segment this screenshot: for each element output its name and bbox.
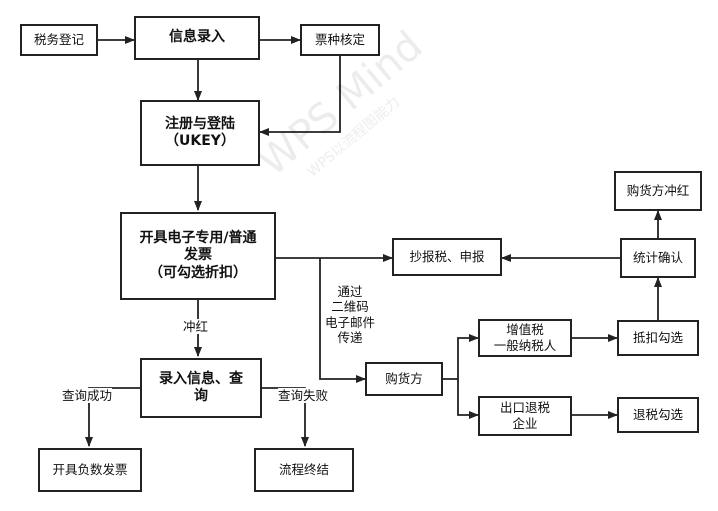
node-register-login: 注册与登陆 （UKEY） xyxy=(140,100,260,166)
edge-buyer-to-vat xyxy=(443,334,479,380)
node-deduct-select: 抵扣勾选 xyxy=(617,320,699,356)
label-red-reversal: 冲红 xyxy=(183,319,209,335)
node-process-end: 流程终结 xyxy=(254,448,354,492)
node-negative-invoice: 开具负数发票 xyxy=(38,448,142,492)
node-buyer: 购货方 xyxy=(365,362,443,396)
node-tax-registration: 税务登记 xyxy=(20,24,98,56)
label-delivery: 通过 二维码 电子邮件 传递 xyxy=(325,284,376,345)
label-query-success: 查询成功 xyxy=(62,388,113,404)
node-vat-general: 增值税 一般纳税人 xyxy=(478,319,572,357)
node-info-entry: 信息录入 xyxy=(134,16,260,60)
edge-buyer-to-export xyxy=(457,379,479,419)
node-entry-query: 录入信息、查 询 xyxy=(140,358,262,418)
node-refund-select: 退税勾选 xyxy=(617,397,699,433)
node-copy-tax-declare: 抄报税、申报 xyxy=(392,238,502,276)
node-buyer-red: 购货方冲红 xyxy=(614,171,702,211)
label-query-fail: 查询失败 xyxy=(278,388,329,404)
node-ticket-verification: 票种核定 xyxy=(300,24,380,56)
node-issue-invoice: 开具电子专用/普通 发票 （可勾选折扣） xyxy=(120,212,276,300)
node-export-refund: 出口退税 企业 xyxy=(478,396,572,436)
edge-invoice-to-buyer xyxy=(319,258,366,383)
node-stat-confirm: 统计确认 xyxy=(620,238,696,278)
edge-verification-to-login xyxy=(259,55,341,136)
